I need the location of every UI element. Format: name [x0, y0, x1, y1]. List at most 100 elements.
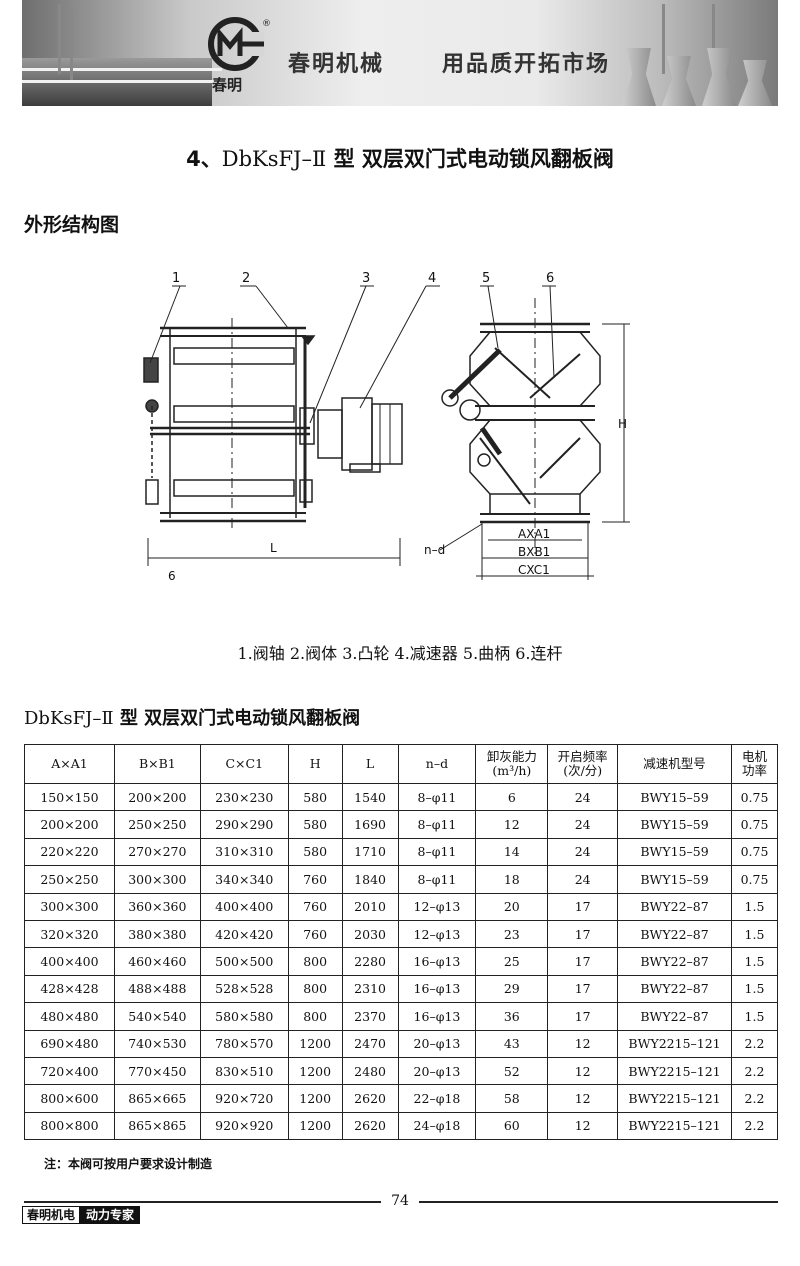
section-heading: 外形结构图: [24, 214, 120, 236]
table-cell: 20–φ13: [397, 1029, 477, 1058]
table-cell: 8–φ11: [397, 810, 477, 839]
table-cell: 200×200: [113, 782, 201, 812]
table-cell: 2470: [341, 1029, 399, 1058]
table-cell: 690×480: [24, 1029, 115, 1058]
table-cell: 1200: [287, 1084, 343, 1113]
part-legend: 1.阀轴 2.阀体 3.凸轮 4.减速器 5.曲柄 6.连杆: [237, 644, 563, 663]
table-cell: 420×420: [199, 919, 289, 949]
table-cell: 865×665: [113, 1084, 201, 1113]
dim-bxb1: BXB1: [518, 545, 550, 559]
table-cell: 2620: [341, 1084, 399, 1113]
table-cell: 25: [475, 947, 549, 976]
footer-tagline: 动力专家: [80, 1206, 141, 1224]
table-cell: 230×230: [199, 782, 289, 812]
dim-H: H: [618, 417, 627, 431]
table-cell: 290×290: [199, 810, 289, 839]
banner-cooling-tower: [662, 56, 696, 106]
table-cell: 12: [547, 1111, 619, 1141]
logo-text: 春明: [212, 76, 242, 94]
table-cell: 250×250: [24, 865, 115, 894]
table-cell: 60: [475, 1111, 549, 1141]
table-cell: 2310: [341, 974, 399, 1004]
table-cell: 8–φ11: [397, 865, 477, 894]
table-cell: 43: [475, 1029, 549, 1058]
banner-rail: [22, 68, 222, 71]
column-header: C×C1: [199, 744, 289, 784]
table-cell: 400×400: [199, 892, 289, 921]
table-cell: 1710: [341, 837, 399, 867]
table-cell: 800: [287, 947, 343, 976]
table-cell: 920×720: [199, 1084, 289, 1113]
table-cell: 2.2: [730, 1111, 779, 1141]
table-cell: 20: [475, 892, 549, 921]
banner-pylon: [712, 4, 715, 74]
table-cell: BWY22–87: [617, 919, 732, 949]
table-cell: 380×380: [113, 919, 201, 949]
structure-drawing: 1 2 3 4 5 6 L 6 H n–d AXA1 BXB1 CXC1: [143, 271, 630, 583]
table-cell: 24: [547, 865, 619, 894]
table-cell: 24–φ18: [397, 1111, 477, 1141]
table-cell: 528×528: [199, 974, 289, 1004]
table-cell: 36: [475, 1002, 549, 1031]
table-cell: 17: [547, 1002, 619, 1031]
table-cell: BWY15–59: [617, 782, 732, 812]
page-number: 74: [0, 1193, 800, 1209]
table-cell: 1.5: [730, 919, 779, 949]
banner-chimney: [58, 4, 61, 74]
table-cell: 29: [475, 974, 549, 1004]
table-cell: 2370: [341, 1002, 399, 1031]
page-title: 4、DbKsFJ–Ⅱ 型 双层双门式电动锁风翻板阀: [0, 143, 800, 173]
column-header: H: [287, 744, 343, 784]
company-slogan: 用品质开拓市场: [442, 52, 611, 77]
table-cell: 150×150: [24, 782, 115, 812]
table-cell: 12–φ13: [397, 892, 477, 921]
table-cell: 1200: [287, 1029, 343, 1058]
table-cell: 2.2: [730, 1029, 779, 1058]
table-cell: 17: [547, 919, 619, 949]
table-cell: 580: [287, 782, 343, 812]
table-cell: 1.5: [730, 974, 779, 1004]
table-cell: 760: [287, 865, 343, 894]
table-cell: 2480: [341, 1056, 399, 1086]
table-cell: 1840: [341, 865, 399, 894]
table-cell: 12: [547, 1029, 619, 1058]
table-cell: 1690: [341, 810, 399, 839]
table-cell: 6: [475, 782, 549, 812]
dimension-labels: L 6 H n–d AXA1 BXB1 CXC1: [168, 417, 627, 583]
callout-5: 5: [482, 271, 490, 286]
dim-L: L: [270, 541, 277, 555]
table-cell: 720×400: [24, 1056, 115, 1086]
table-cell: 2620: [341, 1111, 399, 1141]
column-header: n–d: [397, 744, 477, 784]
table-cell: 780×570: [199, 1029, 289, 1058]
table-cell: 16–φ13: [397, 1002, 477, 1031]
valve-body-side-view: [143, 318, 403, 528]
callout-3: 3: [362, 271, 370, 286]
footer-brand: 春明机电 动力专家: [22, 1206, 141, 1224]
table-cell: 18: [475, 865, 549, 894]
column-header: B×B1: [113, 744, 201, 784]
banner-chimney: [70, 10, 73, 80]
table-cell: 580×580: [199, 1002, 289, 1031]
registered-mark: ®: [262, 19, 271, 29]
column-header: 电机 功率: [730, 744, 779, 784]
table-cell: 24: [547, 782, 619, 812]
dim-nd: n–d: [424, 543, 445, 557]
table-cell: 8–φ11: [397, 782, 477, 812]
table-cell: 740×530: [113, 1029, 201, 1058]
table-cell: 480×480: [24, 1002, 115, 1031]
table-cell: 460×460: [113, 947, 201, 976]
table-cell: 2.2: [730, 1056, 779, 1086]
callout-1: 1: [172, 271, 180, 286]
table-cell: 760: [287, 892, 343, 921]
table-cell: 8–φ11: [397, 837, 477, 867]
table-cell: 0.75: [730, 837, 779, 867]
dimension-lines: [147, 323, 630, 580]
table-cell: 20–φ13: [397, 1056, 477, 1086]
